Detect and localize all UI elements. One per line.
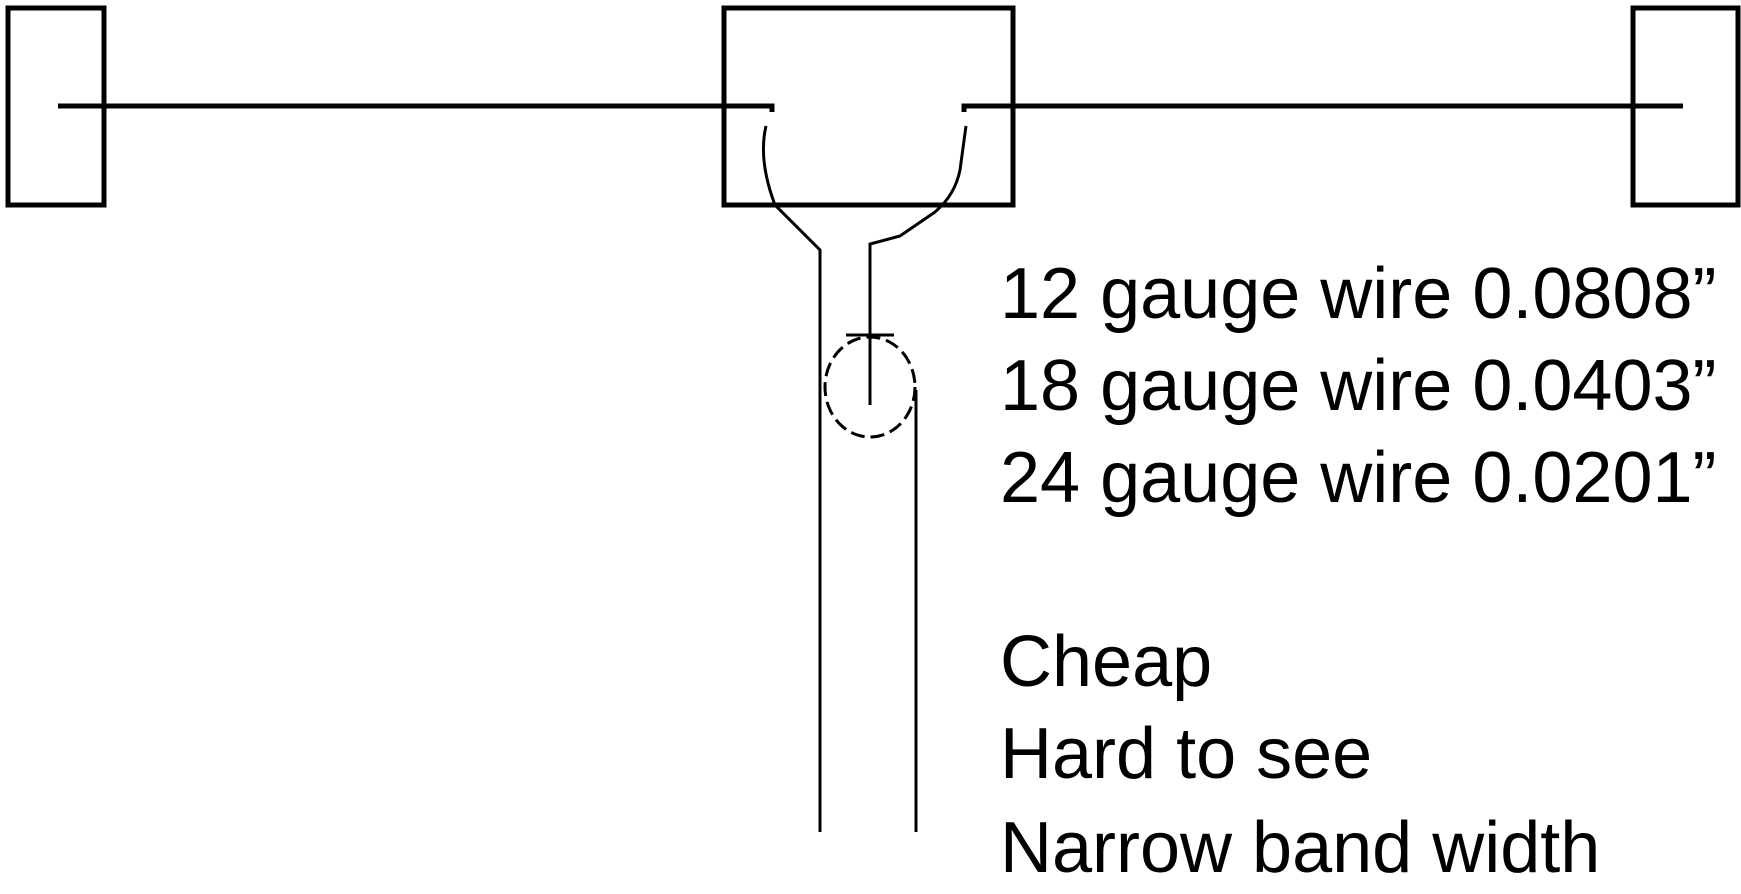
folded-dipole-wire-diagram bbox=[5, 5, 1741, 832]
left-feed-wire bbox=[761, 125, 822, 832]
property-line: Hard to see bbox=[1000, 714, 1373, 794]
right-feed-wire bbox=[868, 125, 968, 405]
spec-line: 18 gauge wire 0.0403” bbox=[1000, 346, 1717, 426]
spacer bbox=[1000, 524, 1717, 616]
spec-line: 12 gauge wire 0.0808” bbox=[1000, 254, 1717, 334]
left-element-wire bbox=[58, 103, 775, 112]
toroid-loop bbox=[823, 335, 917, 439]
property-line: Cheap bbox=[1000, 622, 1213, 702]
wire-spec-list: 12 gauge wire 0.0808” 18 gauge wire 0.04… bbox=[1000, 248, 1717, 800]
right-element-wire bbox=[961, 103, 1683, 112]
spec-line: 24 gauge wire 0.0201” bbox=[1000, 438, 1717, 518]
property-line-cutoff: Narrow band width bbox=[1000, 808, 1601, 888]
